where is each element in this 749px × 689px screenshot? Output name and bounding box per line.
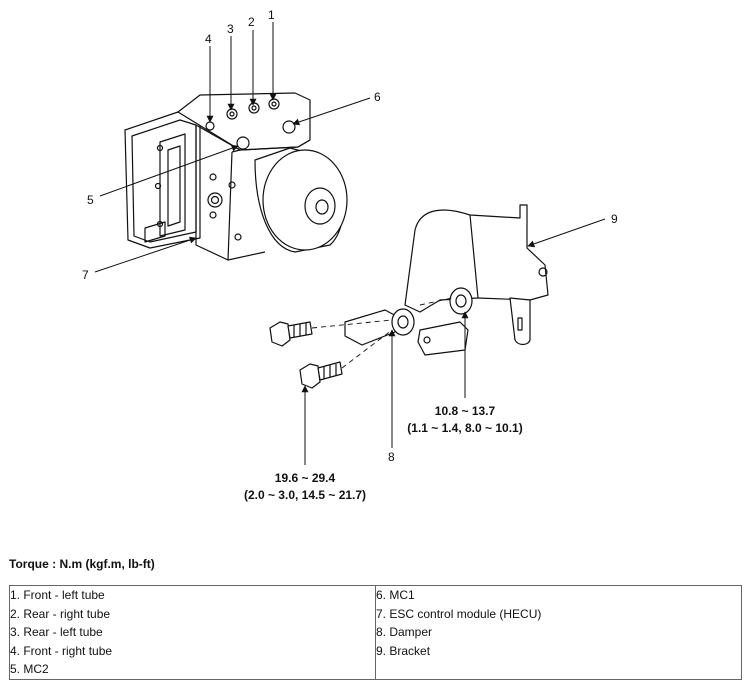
leader-5 bbox=[99, 144, 239, 197]
callout-8: 8 bbox=[388, 450, 395, 464]
legend-item: 2. Rear - right tube bbox=[10, 606, 111, 621]
callout-5: 5 bbox=[87, 193, 94, 207]
mounting-bracket bbox=[344, 204, 549, 356]
legend-item: 7. ESC control module (HECU) bbox=[376, 606, 542, 621]
callout-6: 6 bbox=[374, 90, 381, 104]
abs-hecu-assembly-diagram: 1 2 3 4 5 6 7 8 9 10.8 ~ 13.7 (1.1 ~ 1.4… bbox=[82, 8, 618, 502]
callout-3: 3 bbox=[227, 22, 234, 36]
hecu-connector-housing bbox=[124, 111, 201, 249]
legend-item: 3. Rear - left tube bbox=[10, 625, 103, 639]
leader-6 bbox=[292, 97, 371, 126]
legend-item: 4. Front - right tube bbox=[10, 643, 113, 658]
legend-item: 1. Front - left tube bbox=[10, 588, 105, 602]
damper bbox=[391, 287, 473, 336]
component-legend-table: 1. Front - left tube 2. Rear - right tub… bbox=[9, 585, 742, 680]
legend-item: 5. MC2 bbox=[10, 662, 49, 676]
pump-motor bbox=[254, 147, 348, 253]
legend-item: 6. MC1 bbox=[376, 588, 415, 602]
legend-column-right: 6. MC1 7. ESC control module (HECU) 8. D… bbox=[376, 586, 741, 679]
bracket-bolt bbox=[269, 321, 313, 347]
legend-column-left: 1. Front - left tube 2. Rear - right tub… bbox=[10, 586, 376, 679]
torque-mount-line1: 19.6 ~ 29.4 bbox=[275, 471, 336, 485]
leader-9 bbox=[527, 218, 606, 248]
torque-bracket-line2: (1.1 ~ 1.4, 8.0 ~ 10.1) bbox=[407, 421, 522, 435]
callout-1: 1 bbox=[268, 8, 275, 22]
torque-bracket-line1: 10.8 ~ 13.7 bbox=[435, 404, 496, 418]
legend-item: 8. Damper bbox=[376, 625, 433, 639]
torque-mount-line2: (2.0 ~ 3.0, 14.5 ~ 21.7) bbox=[244, 488, 366, 502]
leader-7 bbox=[94, 236, 197, 273]
callout-9: 9 bbox=[611, 212, 618, 226]
callout-2: 2 bbox=[248, 15, 255, 29]
callout-4: 4 bbox=[205, 32, 212, 46]
legend-item: 9. Bracket bbox=[376, 643, 431, 658]
torque-heading: Torque : N.m (kgf.m, lb-ft) bbox=[9, 557, 155, 571]
callout-7: 7 bbox=[82, 268, 89, 282]
mount-bolt bbox=[299, 361, 343, 389]
